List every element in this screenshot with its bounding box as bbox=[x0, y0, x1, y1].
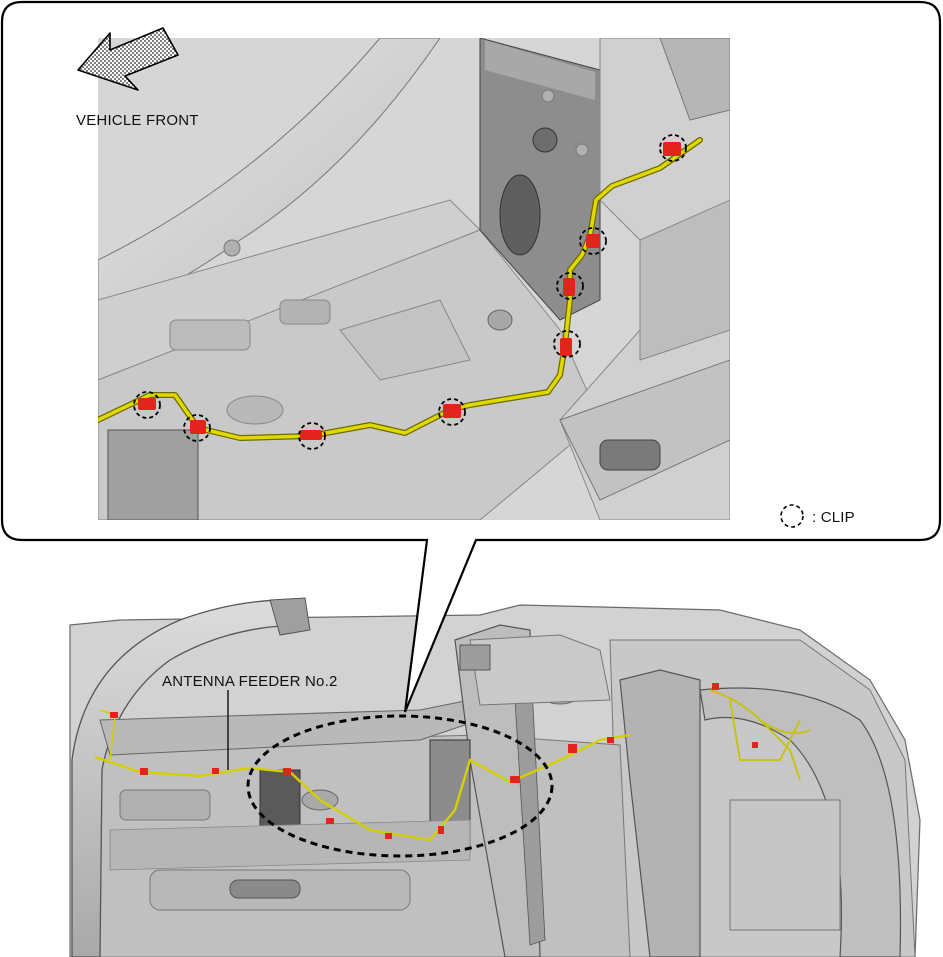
dashed-circle-icon bbox=[579, 227, 607, 255]
clip-markers bbox=[133, 134, 687, 450]
dashed-circle-icon bbox=[553, 330, 581, 358]
detail-view bbox=[98, 38, 730, 520]
antenna-feeder-label: ANTENNA FEEDER No.2 bbox=[162, 673, 338, 690]
dashed-circle-icon bbox=[133, 391, 161, 419]
antenna-feeder-harness bbox=[98, 138, 702, 440]
clip-bodies bbox=[138, 142, 681, 440]
dashed-circle-icon bbox=[659, 134, 687, 162]
vehicle-front-label: VEHICLE FRONT bbox=[76, 112, 199, 129]
dashed-circle-icon bbox=[556, 272, 584, 300]
clip-legend-label: : CLIP bbox=[812, 509, 855, 526]
arrow-up-left-icon bbox=[77, 27, 179, 91]
dashed-circle-icon bbox=[183, 414, 211, 442]
dashed-circle-icon bbox=[780, 504, 804, 528]
vehicle-overview bbox=[69, 597, 921, 957]
dashed-circle-icon bbox=[298, 422, 326, 450]
dashed-circle-icon bbox=[438, 398, 466, 426]
